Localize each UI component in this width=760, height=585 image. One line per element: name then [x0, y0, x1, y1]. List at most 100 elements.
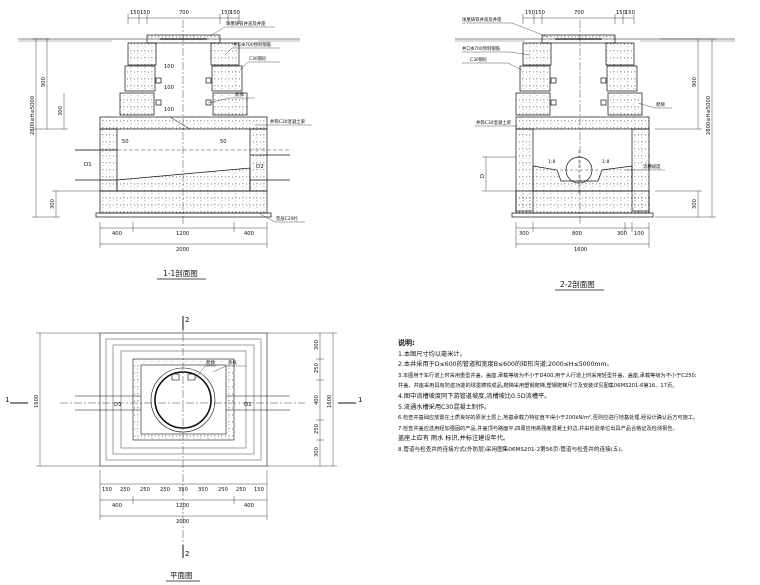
- dim-text: 250: [236, 487, 246, 493]
- label-text: 井筒C30混凝土梁: [476, 119, 512, 126]
- dim-text: 900: [41, 77, 47, 87]
- label-text: D2: [244, 402, 252, 408]
- dim-text: 300: [50, 199, 56, 209]
- dim-text: 2800≤H≤5000: [706, 96, 712, 135]
- label-text: C30钢砼: [249, 55, 267, 62]
- dim-text: 2000: [176, 247, 189, 253]
- dim-text: 800: [572, 231, 582, 237]
- note-line: 7.检查井盖应选用经加强固的产品,井盖顶与路面平,四周应用高强度混凝土封边,并由…: [398, 425, 678, 432]
- dim-text: 400: [244, 503, 254, 509]
- ladder-step: [171, 373, 180, 381]
- dim-text: 2000: [176, 519, 189, 525]
- dim-text: 150: [230, 10, 240, 16]
- note-line: 8.管道与检查井的连接方式(外防层)采用图集06MS201-2第56页:管道与检…: [398, 446, 627, 453]
- dim-text: 150: [140, 10, 150, 16]
- note-line: 2.本井采用于D≤600的管道和宽度B≤600的矩形沟道;2000≤H≤5000…: [398, 361, 613, 369]
- label-text: D1: [114, 402, 122, 408]
- section-1-1: [18, 14, 312, 248]
- dim-text: 350: [198, 487, 208, 493]
- dim-text: 350: [178, 487, 188, 493]
- dim-text: 700: [574, 10, 584, 16]
- note-line: 6.检查井基础应放置在土质良好的原状土层上,地基承载力特征值不得小于200kN/…: [398, 415, 699, 422]
- label-text: 井口Φ700预制钢筋: [233, 41, 272, 48]
- dim-text: 150: [130, 10, 140, 16]
- dim-text: 300: [692, 199, 698, 209]
- section-2-text: 150 150 700 150 150 900 2800≤H≤5000 300 …: [462, 10, 712, 289]
- label-text: 井口Φ700预制钢筋: [462, 45, 501, 52]
- label-text: 井筒C30混凝土梁: [270, 118, 306, 125]
- plan-text: 1 1 2 2 1600 300 250 400 250 300 1600 15…: [5, 316, 362, 580]
- plan-outer-base: [99, 332, 268, 467]
- dim-text: 150: [254, 487, 264, 493]
- dim-text: 700: [179, 10, 189, 16]
- notes-title: 说明:: [398, 339, 415, 347]
- dim-text: 300: [314, 447, 320, 457]
- dim-text: 1200: [176, 503, 189, 509]
- ladder-step: [155, 77, 162, 84]
- dim-text: D: [480, 174, 486, 178]
- dim-text: 300: [519, 231, 529, 237]
- note-line: 1.本图尺寸均以毫米计。: [398, 350, 466, 358]
- label-text: 盖板: [228, 359, 237, 366]
- cover-slab: [99, 116, 268, 130]
- note-line: 3.本图用于车行道上时采用重型井盖、盖座,承载等级为不小于D400;用于人行道上…: [398, 372, 697, 379]
- section-mark: 1: [5, 396, 9, 404]
- label-text: 球墨铸铁井盖及井座: [226, 20, 266, 27]
- design-notes: 说明: 1.本图尺寸均以毫米计。 2.本井采用于D≤600的管道和宽度B≤600…: [398, 338, 756, 456]
- label-text: 爬梯: [235, 91, 244, 98]
- label-text: D1: [84, 162, 92, 168]
- label-text: 1:8: [602, 159, 609, 165]
- dim-text: 300: [617, 231, 627, 237]
- section-title: 平面图: [170, 571, 193, 580]
- dim-text: 250: [120, 487, 130, 493]
- note-line: 4.图中流槽坡度同下游管道坡度,流槽坡比0.5D流槽平。: [398, 392, 551, 400]
- note-line: 5.流通水槽采用C30混凝土制作。: [398, 403, 491, 411]
- cover-slab: [515, 116, 650, 130]
- plan-view: [10, 316, 356, 558]
- section-title: 2-2剖面图: [560, 279, 595, 289]
- dim-text: 150: [535, 10, 545, 16]
- dim-text: 2800≤H≤5000: [30, 96, 36, 135]
- dim-text: 1600: [327, 395, 333, 408]
- label-text: C30钢砼: [470, 56, 488, 63]
- dim-text: 100: [164, 85, 174, 91]
- dim-text: 1600: [574, 247, 587, 253]
- base-slab: [515, 190, 650, 214]
- section-mark: 2: [185, 316, 189, 324]
- dim-text: 100: [634, 231, 644, 237]
- label-text: 爬梯: [656, 101, 665, 108]
- dim-text: 400: [112, 231, 122, 237]
- dim-text: 300: [314, 340, 320, 350]
- dim-text: 300: [58, 106, 64, 116]
- section-2-2: [455, 14, 735, 248]
- dim-text: 1200: [176, 231, 189, 237]
- section-1-text: 150 150 700 150 150 900 2800≤H≤5000 300 …: [30, 10, 306, 278]
- base-slab: [99, 190, 268, 214]
- dim-text: 150: [102, 487, 112, 493]
- dim-text: 400: [314, 395, 320, 405]
- dim-text: 250: [314, 363, 320, 373]
- section-title: 1-1剖面图: [163, 268, 198, 278]
- section-mark: 2: [185, 550, 189, 558]
- dim-text: 250: [160, 487, 170, 493]
- dim-text: 1600: [34, 395, 40, 408]
- dim-text: 150: [221, 10, 231, 16]
- label-text: 垫层C20砼: [276, 215, 298, 222]
- dim-text: 150: [625, 10, 635, 16]
- label-text: 爬梯: [206, 359, 215, 366]
- dim-text: 50: [220, 139, 227, 145]
- dim-text: 150: [616, 10, 626, 16]
- label-text: D2: [256, 164, 264, 170]
- flow-channel: [532, 165, 633, 192]
- dim-text: 400: [112, 503, 122, 509]
- flow-channel: [116, 167, 251, 192]
- note-line: 井盖、井座采用具有防盗功能的球墨铸铁成品,爬梯采用塑钢爬梯,塑钢爬梯尺寸及安装详…: [398, 383, 678, 390]
- dim-text: 250: [140, 487, 150, 493]
- dim-text: 250: [314, 424, 320, 434]
- dim-text: 50: [122, 139, 129, 145]
- dim-text: 100: [164, 64, 174, 70]
- dim-text: 100: [164, 107, 174, 113]
- label-text: 流槽坡度: [643, 163, 661, 170]
- dim-text: 400: [244, 231, 254, 237]
